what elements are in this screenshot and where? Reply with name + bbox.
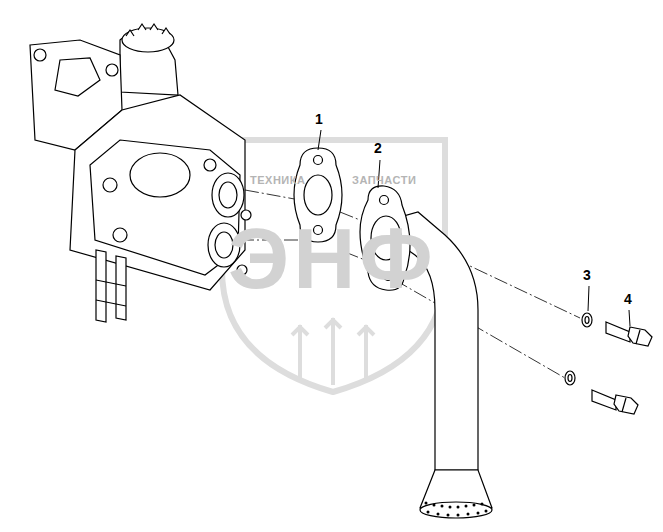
- washer: [565, 313, 592, 385]
- bolt: [592, 322, 652, 414]
- watermark-logo: ЭНФ: [228, 215, 437, 301]
- callout-number: 1: [315, 112, 323, 126]
- watermark-shield: [222, 140, 445, 392]
- watermark-text: ЗАПЧАСТИ: [352, 175, 416, 186]
- callout-number: 4: [624, 292, 632, 306]
- oil-pump: [30, 24, 251, 322]
- watermark-wheat: [292, 318, 374, 385]
- callout-number: 2: [374, 141, 382, 155]
- callout-number: 3: [583, 268, 591, 282]
- watermark-text: ТЕХНИКА: [250, 175, 305, 186]
- strainer-holes: [425, 502, 488, 517]
